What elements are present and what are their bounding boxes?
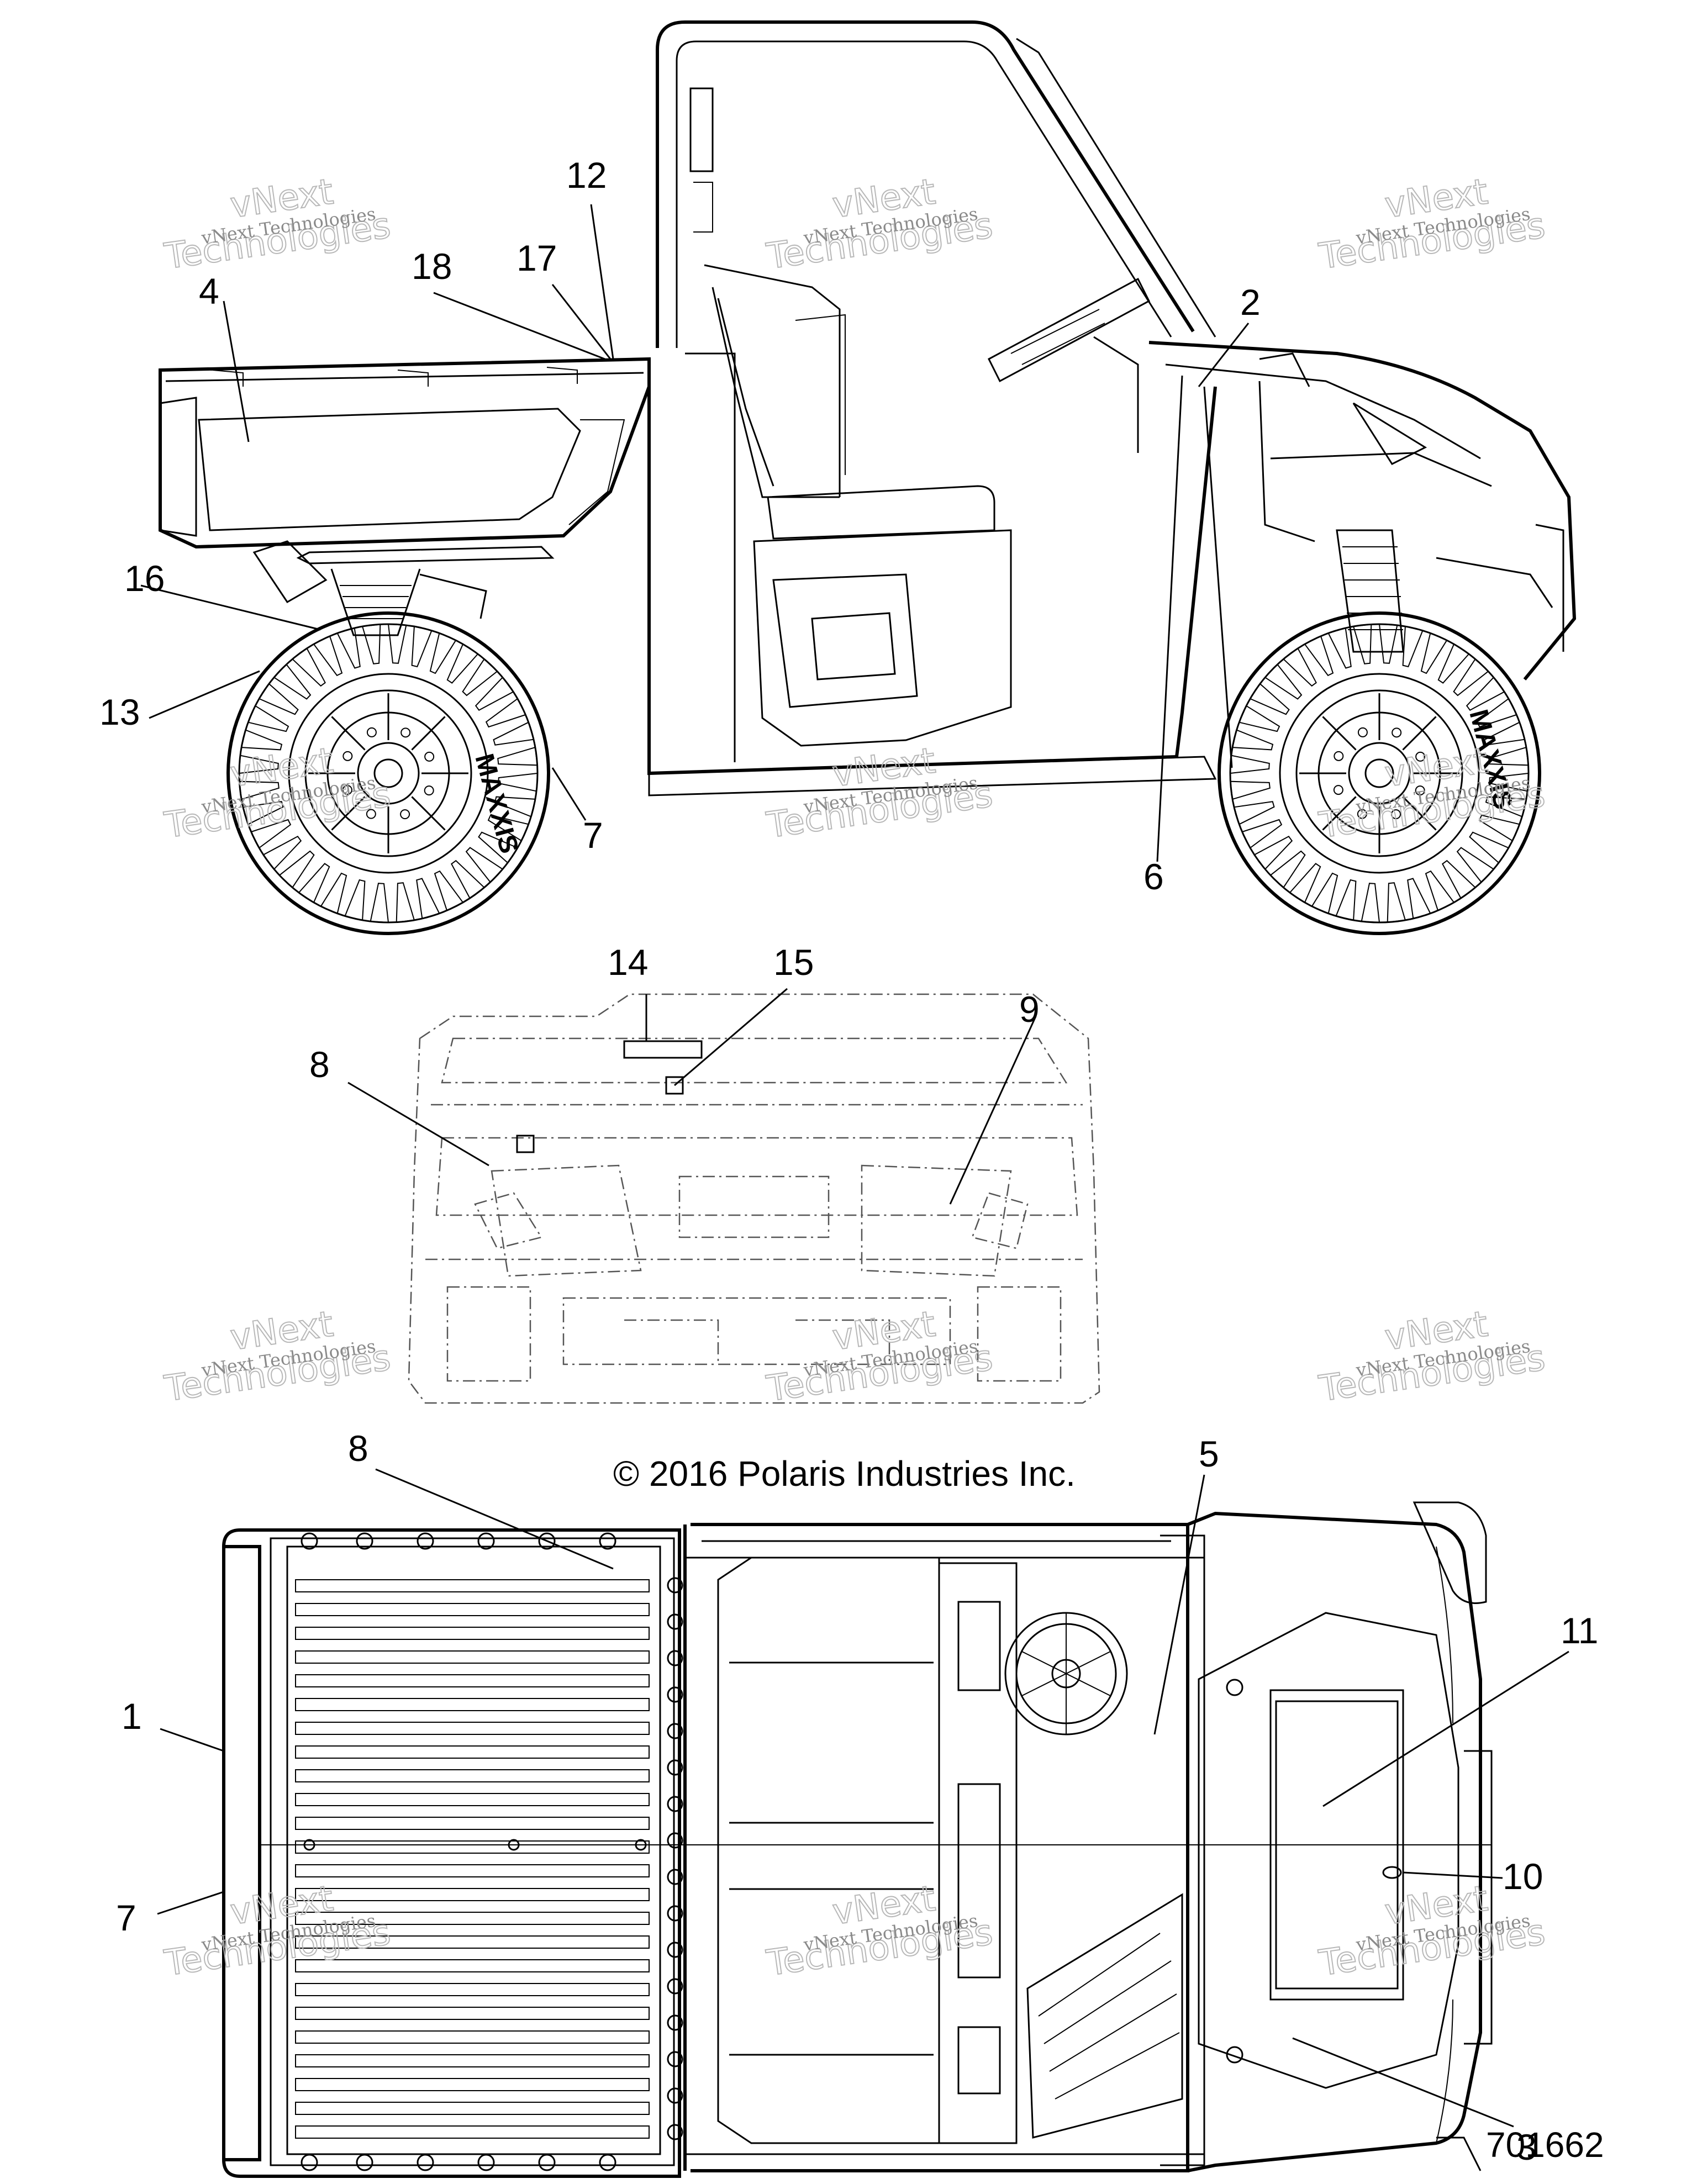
- front-view: [408, 993, 1100, 1404]
- figure-number: 701662: [1486, 2125, 1604, 2165]
- cargo-bed-top: [222, 1528, 683, 2178]
- steering-wheel: [988, 277, 1150, 453]
- callout-15: 15: [773, 942, 814, 983]
- callout-11: 11: [1561, 1610, 1599, 1651]
- hood-top: [1187, 1501, 1493, 2172]
- rear-tire-brand: MAXXIS: [469, 751, 524, 856]
- callout-8-front: 8: [309, 1044, 330, 1085]
- callout-16: 16: [124, 558, 165, 599]
- seat: [712, 287, 995, 540]
- callout-18: 18: [412, 246, 452, 287]
- body-panel: [647, 352, 1217, 796]
- top-view: [222, 1501, 1493, 2178]
- front-wheel: MAXXIS: [1218, 611, 1541, 935]
- callout-13: 13: [99, 692, 140, 732]
- copyright-notice: © 2016 Polaris Industries Inc.: [613, 1454, 1076, 1494]
- cargo-box: [159, 357, 651, 549]
- callout-14: 14: [608, 942, 648, 983]
- callout-7-top: 7: [116, 1897, 136, 1938]
- callout-7-side: 7: [583, 815, 603, 856]
- callout-1: 1: [122, 1696, 142, 1737]
- decal-8-marker: [516, 1135, 535, 1153]
- callout-2: 2: [1240, 282, 1261, 323]
- callout-3: 3: [1516, 2127, 1537, 2167]
- rear-suspension: [252, 540, 555, 636]
- callout-6: 6: [1143, 856, 1164, 897]
- cab-top: [691, 1523, 1189, 2172]
- decal-15-marker: [665, 1076, 684, 1095]
- decal-10-marker: [1382, 1866, 1402, 1879]
- callout-9: 9: [1019, 989, 1040, 1030]
- callout-12: 12: [566, 155, 607, 196]
- leader-lines: [140, 204, 1569, 2128]
- side-view: MAXXIS MAXXIS: [159, 20, 1577, 935]
- hood: [1148, 341, 1577, 768]
- decal-14-marker: [623, 1040, 703, 1059]
- callouts: 4 18 17 12 2 16 13 7 6 14 15 9 8 8 5 11 …: [99, 155, 1599, 2167]
- callout-17: 17: [517, 238, 557, 278]
- callout-8-top: 8: [348, 1428, 368, 1469]
- rops-frame: [656, 20, 1216, 497]
- rops-top: [683, 1524, 1205, 2171]
- callout-4: 4: [199, 271, 219, 312]
- front-suspension: [1336, 524, 1564, 653]
- callout-5: 5: [1199, 1433, 1219, 1474]
- callout-10: 10: [1503, 1856, 1543, 1897]
